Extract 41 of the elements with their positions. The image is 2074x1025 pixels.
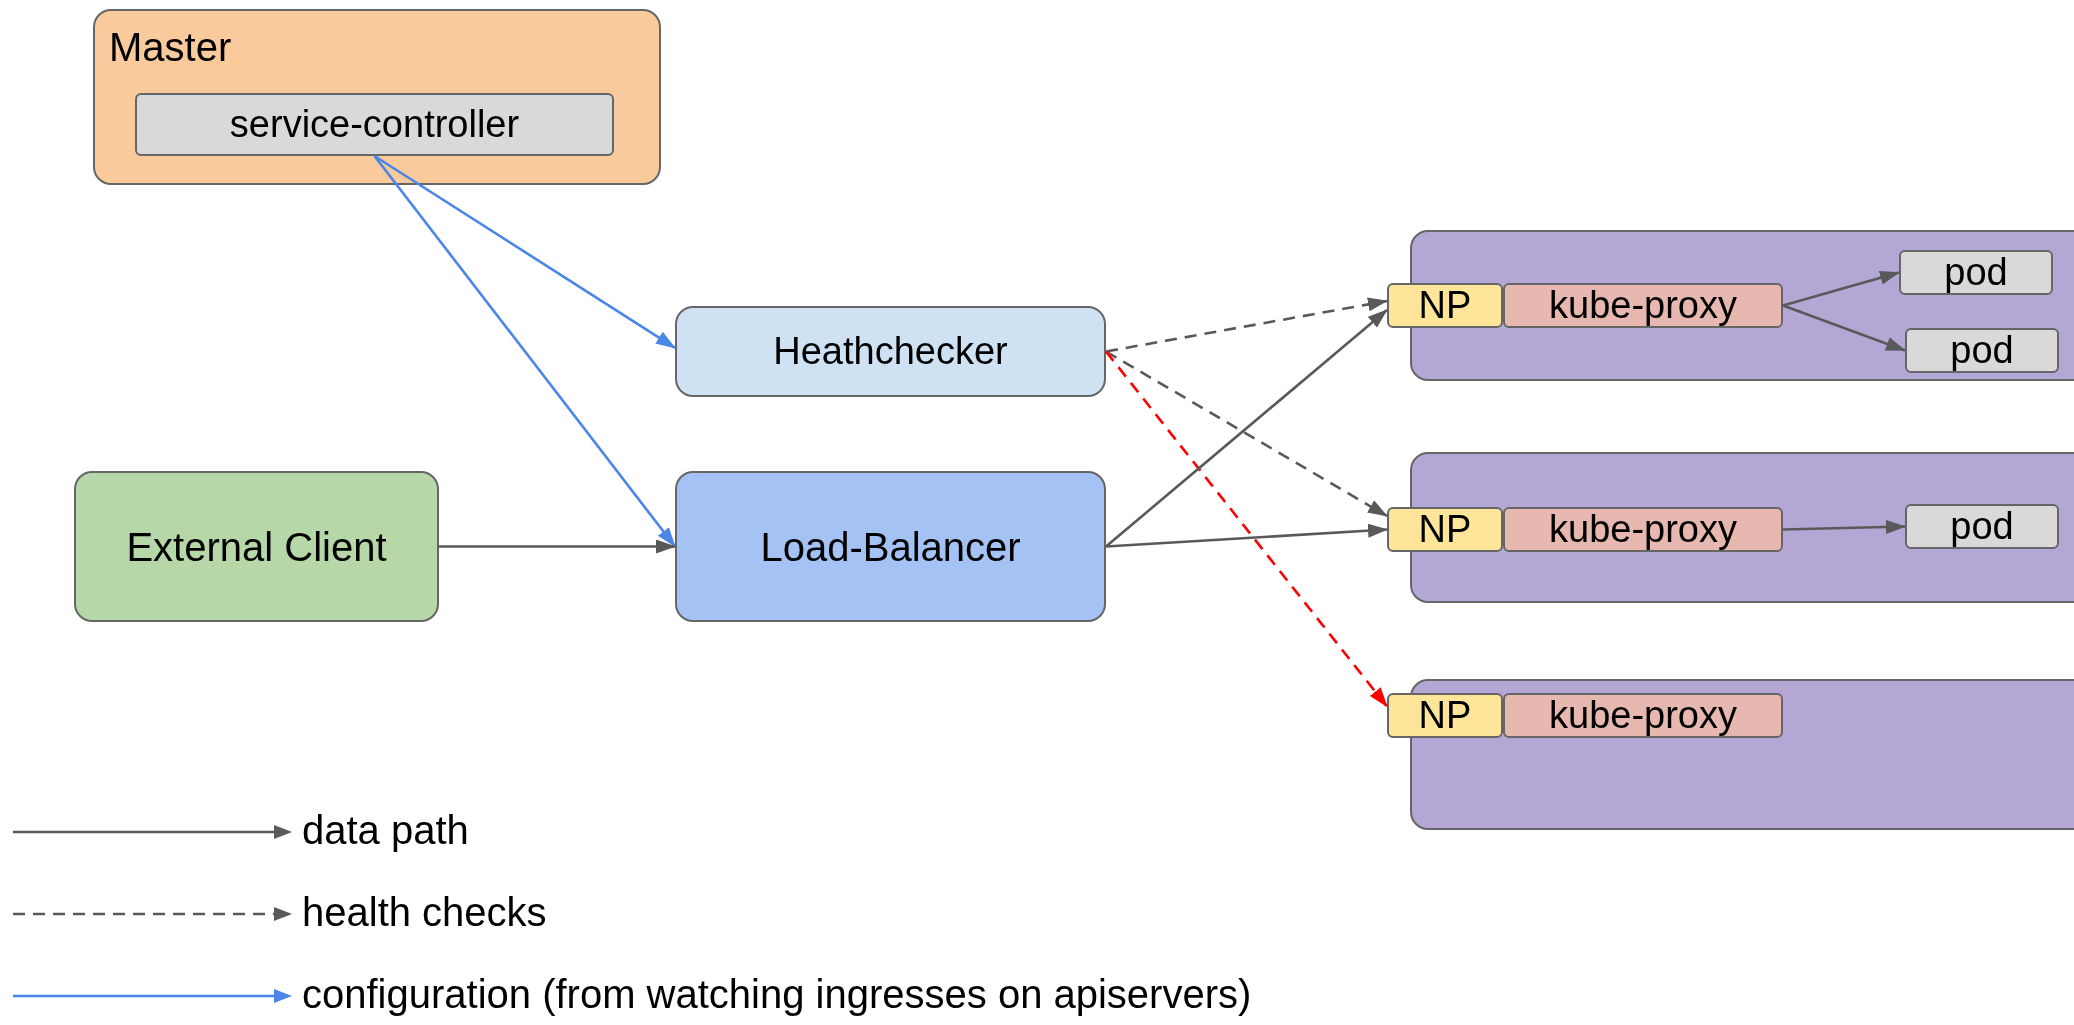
- box-label: External Client: [126, 524, 387, 569]
- process-box: [675, 306, 1106, 397]
- box-label: Master: [109, 25, 232, 69]
- pod-box: [1905, 328, 2059, 373]
- pod-box: [1899, 250, 2053, 295]
- box-label: kube-proxy: [1549, 508, 1737, 551]
- box-label: kube-proxy: [1549, 694, 1737, 737]
- box-label: kube-proxy: [1549, 284, 1737, 327]
- process-box: [675, 471, 1106, 622]
- box-label: pod: [1950, 505, 2014, 548]
- box-label: NP: [1418, 508, 1472, 551]
- box-label: pod: [1944, 251, 2008, 294]
- proxy-box: [1503, 507, 1783, 552]
- arrow: [439, 539, 676, 554]
- arrow: [1105, 297, 1388, 353]
- arrow: [1782, 304, 1906, 352]
- pod-box: [1905, 504, 2059, 549]
- box-label: NP: [1418, 694, 1472, 737]
- box-label: Heathchecker: [773, 330, 1008, 373]
- arrow: [1782, 270, 1900, 307]
- arrow: [1105, 350, 1388, 708]
- client-box: [74, 471, 439, 622]
- arrow: [373, 155, 677, 548]
- proxy-box: [1503, 283, 1783, 328]
- arrow: [1782, 519, 1906, 534]
- master-box: [93, 9, 661, 185]
- box-label: service-controller: [229, 103, 520, 146]
- box-label: pod: [1950, 329, 2014, 372]
- arrow: [1105, 350, 1388, 518]
- port-box: [1387, 693, 1503, 738]
- box-label: Load-Balancer: [760, 524, 1021, 569]
- arrow: [1105, 523, 1388, 548]
- component-box: [135, 93, 614, 156]
- legend-label: configuration (from watching ingresses on apiservers): [302, 974, 1252, 1014]
- port-box: [1387, 283, 1503, 328]
- legend-label: health checks: [302, 892, 547, 932]
- box-label: NP: [1418, 284, 1472, 327]
- port-box: [1387, 507, 1503, 552]
- proxy-box: [1503, 693, 1783, 738]
- arrow: [1105, 309, 1388, 548]
- legend-label: data path: [302, 810, 469, 850]
